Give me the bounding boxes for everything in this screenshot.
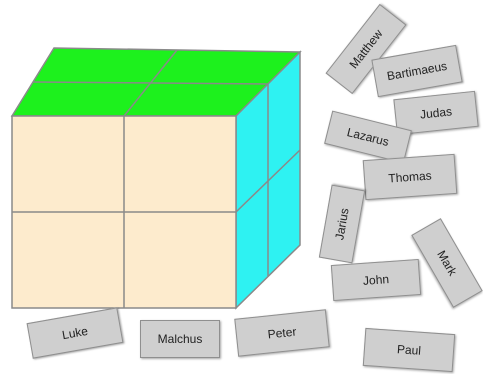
name-card-john[interactable]: John: [331, 259, 421, 301]
name-card-paul[interactable]: Paul: [363, 328, 455, 372]
name-card-jarius[interactable]: Jarius: [319, 185, 365, 264]
name-card-malchus[interactable]: Malchus: [140, 320, 220, 358]
name-card-thomas[interactable]: Thomas: [363, 154, 458, 200]
cube-diagram: [0, 0, 310, 320]
name-card-bartimaeus[interactable]: Bartimaeus: [371, 45, 462, 97]
name-card-peter[interactable]: Peter: [234, 309, 329, 356]
name-card-mark[interactable]: Mark: [411, 218, 482, 308]
